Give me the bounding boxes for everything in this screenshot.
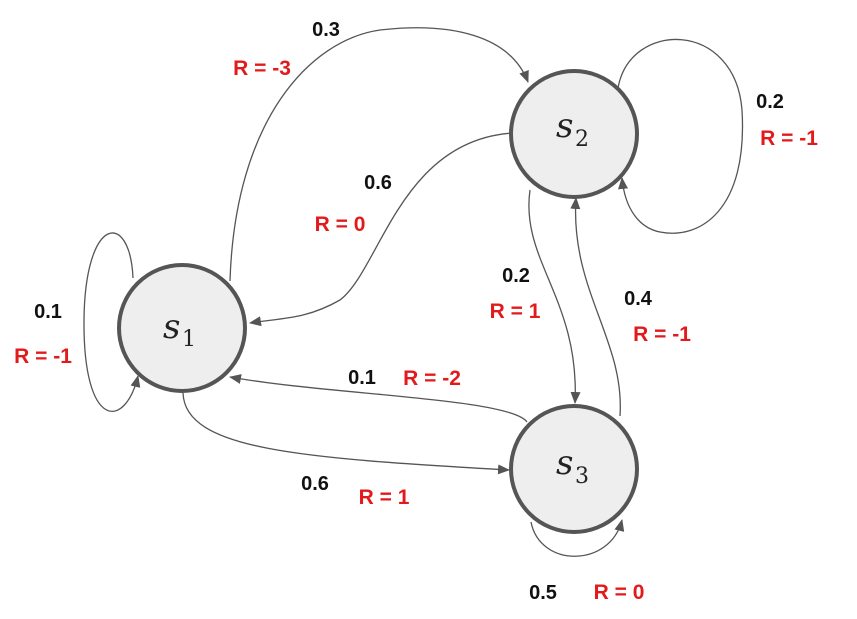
reward-label-s2-s3: R = 1 [490, 300, 541, 323]
edge-s3-to-s1 [229, 374, 528, 423]
reward-label-s1-s2: R = -3 [233, 57, 291, 80]
prob-label-s3-s3: 0.5 [529, 582, 557, 604]
edge-s2-to-s1 [249, 132, 514, 327]
edge-s2-to-s2 [617, 38, 744, 234]
edge-s3-to-s3 [530, 519, 625, 557]
reward-label-s2-s2: R = -1 [760, 127, 818, 150]
reward-label-s2-s1: R = 0 [315, 213, 366, 236]
state-index-s1: 1 [182, 327, 196, 352]
state-node-s3: s 3 [509, 404, 639, 534]
edge-s3-to-s2 [570, 197, 621, 417]
edge-s2-to-s3 [528, 189, 581, 404]
state-label-s1: s [163, 307, 180, 347]
reward-label-s3-s1: R = -2 [403, 367, 461, 390]
edge-s1-to-s3 [182, 392, 510, 475]
reward-label-s1-s1: R = -1 [14, 345, 72, 368]
state-label-s2: s [556, 106, 573, 146]
prob-label-s2-s3: 0.2 [502, 265, 530, 287]
prob-label-s2-s2: 0.2 [756, 91, 784, 113]
reward-label-s3-s2: R = -1 [633, 323, 691, 346]
edge-s1-to-s2 [229, 27, 529, 282]
prob-label-s1-s3: 0.6 [301, 473, 329, 495]
reward-label-s1-s3: R = 1 [359, 486, 410, 509]
state-label-s3: s [556, 443, 573, 483]
prob-label-s3-s1: 0.1 [348, 367, 376, 389]
prob-label-s2-s1: 0.6 [364, 172, 392, 194]
reward-label-s3-s3: R = 0 [594, 581, 645, 604]
edge-s1-to-s1 [83, 232, 141, 412]
state-node-s1: s 1 [117, 263, 247, 393]
state-index-s3: 3 [575, 464, 589, 489]
prob-label-s3-s2: 0.4 [624, 288, 653, 310]
prob-label-s1-s1: 0.1 [34, 301, 62, 323]
state-index-s2: 2 [575, 127, 589, 152]
prob-label-s1-s2: 0.3 [312, 19, 340, 41]
state-node-s2: s 2 [509, 69, 639, 199]
